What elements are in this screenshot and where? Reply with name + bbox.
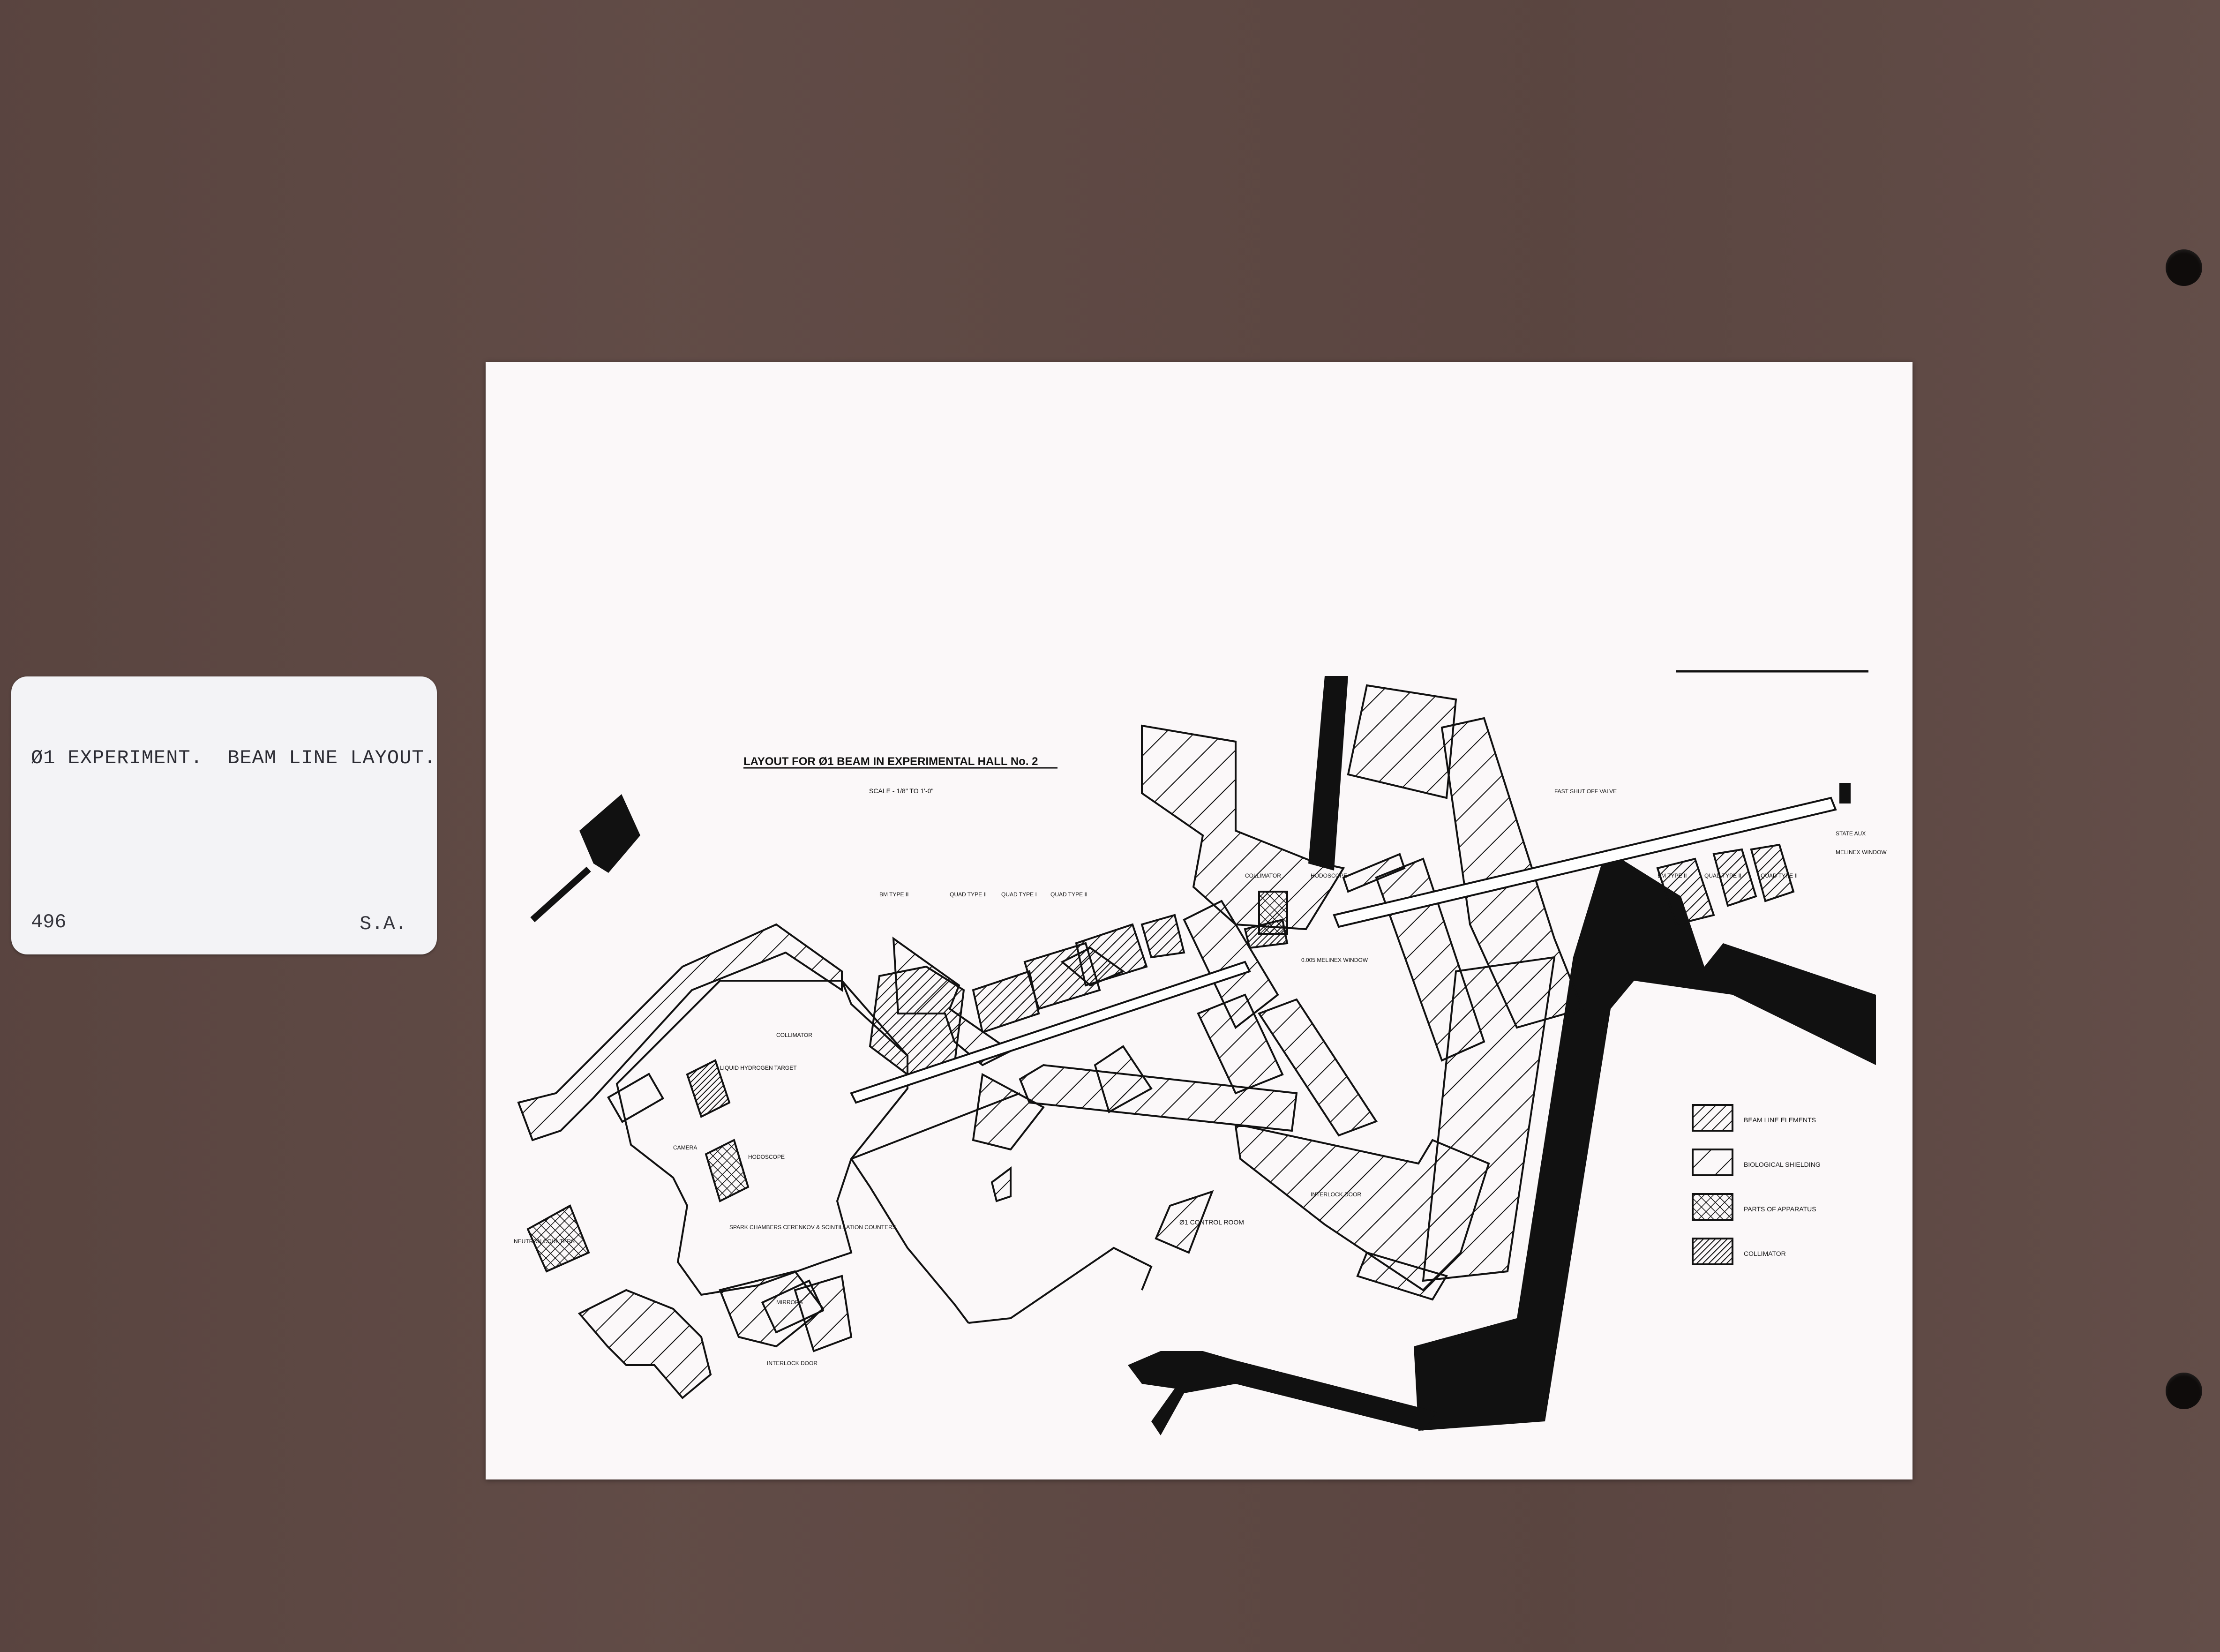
label-mirrors: MIRRORS bbox=[776, 1299, 803, 1306]
card-title: Ø1 EXPERIMENT. BEAM LINE LAYOUT. bbox=[31, 747, 436, 769]
card-initials: S.A. bbox=[360, 913, 407, 935]
label-melinex-window: MELINEX WINDOW bbox=[1836, 849, 1887, 856]
legend-label-bio: BIOLOGICAL SHIELDING bbox=[1744, 1161, 1821, 1168]
drawing-photo: LAYOUT FOR Ø1 BEAM IN EXPERIMENTAL HALL … bbox=[486, 362, 1912, 1479]
legend: BEAM LINE ELEMENTS BIOLOGICAL SHIELDING … bbox=[1692, 1104, 1821, 1265]
legend-label-collimator: COLLIMATOR bbox=[1744, 1250, 1786, 1257]
label-hodoscope-mid: HODOSCOPE bbox=[1311, 872, 1347, 879]
binder-hole-bottom bbox=[2166, 1373, 2202, 1409]
room-boxes bbox=[607, 1073, 825, 1334]
drawing-scale: SCALE - 1/8" TO 1'-0" bbox=[869, 787, 933, 795]
label-quad-type-2a: QUAD TYPE II bbox=[950, 891, 987, 898]
label-quad-type-2b: QUAD TYPE II bbox=[1050, 891, 1088, 898]
collimator-blocks bbox=[686, 918, 1289, 1118]
label-collimator-left: COLLIMATOR bbox=[776, 1032, 812, 1038]
beam-line-elements bbox=[869, 843, 1795, 1076]
label-interlock-door-right: INTERLOCK DOOR bbox=[1311, 1191, 1361, 1198]
label-quad-type-2-right: QUAD TYPE II bbox=[1704, 872, 1741, 879]
label-bm-type-2-left: BM TYPE II bbox=[879, 891, 908, 898]
drawing-title: LAYOUT FOR Ø1 BEAM IN EXPERIMENTAL HALL … bbox=[743, 755, 1038, 768]
label-interlock-door-left: INTERLOCK DOOR bbox=[767, 1360, 818, 1367]
north-arrow-icon bbox=[530, 794, 640, 923]
label-spark-chambers: SPARK CHAMBERS CERENKOV & SCINTILLATION … bbox=[729, 1224, 896, 1231]
label-camera: CAMERA bbox=[673, 1144, 697, 1151]
legend-label-beam: BEAM LINE ELEMENTS bbox=[1744, 1116, 1816, 1124]
binder-hole-top bbox=[2166, 249, 2202, 286]
label-control-room: Ø1 CONTROL ROOM bbox=[1179, 1218, 1244, 1226]
beam-layout-diagram: LAYOUT FOR Ø1 BEAM IN EXPERIMENTAL HALL … bbox=[514, 670, 1887, 1435]
label-window: 0.005 MELINEX WINDOW bbox=[1301, 957, 1368, 963]
beam-pipe bbox=[850, 783, 1851, 1104]
index-card: Ø1 EXPERIMENT. BEAM LINE LAYOUT. 496 S.A… bbox=[11, 676, 437, 954]
label-quad-type-1: QUAD TYPE I bbox=[1001, 891, 1037, 898]
card-number: 496 bbox=[31, 911, 67, 933]
label-bm-type-2-right: BM TYPE II bbox=[1658, 872, 1687, 879]
label-quad-type-2-right-b: QUAD TYPE II bbox=[1761, 872, 1798, 879]
label-state-aux: STATE AUX bbox=[1836, 830, 1866, 837]
label-neutron-counters: NEUTRON COUNTERS bbox=[514, 1238, 575, 1245]
legend-label-apparatus: PARTS OF APPARATUS bbox=[1744, 1205, 1816, 1213]
black-walls bbox=[1128, 676, 1876, 1435]
label-liquid-hydrogen: LIQUID HYDROGEN TARGET bbox=[720, 1065, 797, 1071]
label-fast-shut-off: FAST SHUT OFF VALVE bbox=[1554, 788, 1617, 795]
label-hodoscope-left: HODOSCOPE bbox=[748, 1154, 785, 1160]
label-collimator-mid: COLLIMATOR bbox=[1245, 872, 1281, 879]
